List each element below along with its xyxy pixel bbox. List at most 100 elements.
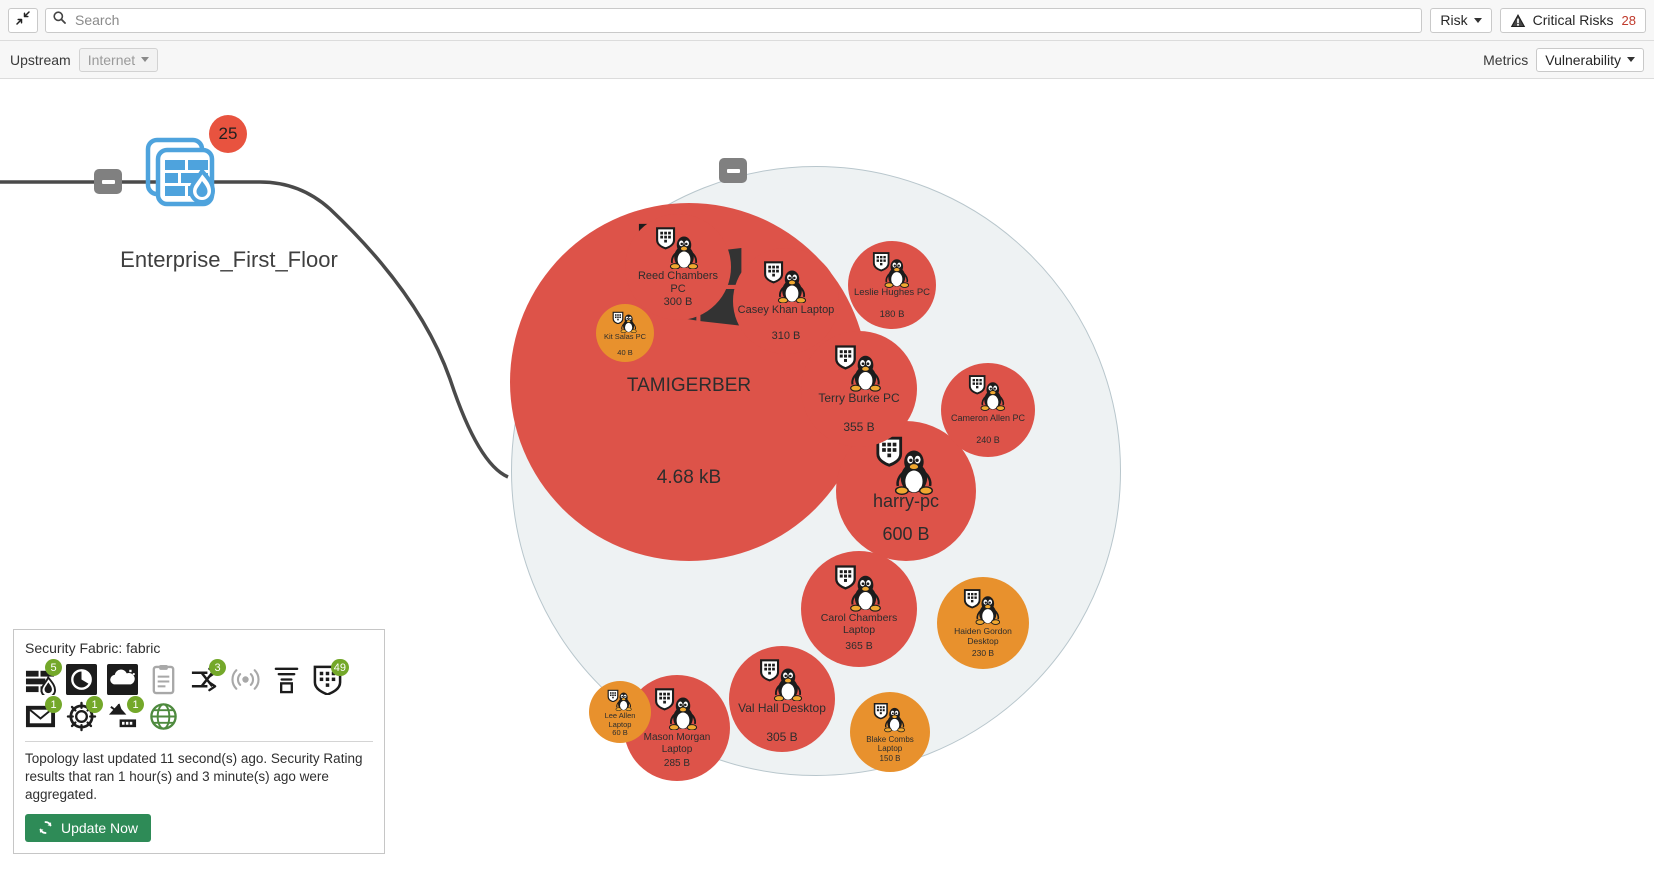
fabric-icon-badge: 1 — [127, 696, 144, 713]
bubble-node-label: TAMIGERBER — [626, 375, 752, 396]
bubble-node-label: Leslie Hughes PC — [853, 287, 931, 298]
critical-risks-button[interactable]: Critical Risks 28 — [1499, 7, 1646, 33]
upstream-label: Upstream — [10, 51, 71, 68]
forticlient-shield-icon — [655, 226, 676, 255]
search-box[interactable] — [45, 7, 1423, 33]
bubble-node-value: 180 B — [879, 309, 905, 320]
forticlient-shield-icon — [834, 344, 857, 375]
chevron-down-icon — [1627, 57, 1635, 62]
collapse-view-button[interactable] — [8, 7, 38, 33]
forticlient-shield-icon[interactable]: 49 — [312, 659, 349, 696]
bubble-node-label: Blake Combs Laptop — [866, 735, 914, 754]
refresh-icon — [38, 820, 53, 835]
device-node-enterprise-first-floor[interactable]: 25 Enterprise_First_Floor — [120, 115, 338, 272]
forticlient-shield-icon — [968, 374, 986, 400]
chevron-down-icon — [141, 57, 150, 62]
fortimail-icon[interactable]: 1 — [25, 696, 62, 732]
bubble-node-label: Carol Chambers Laptop — [820, 612, 898, 637]
bubble-node-value: 600 B — [882, 524, 930, 544]
security-fabric-panel: Security Fabric: fabric 5 3 49 1 1 1 Topolog… — [13, 629, 385, 854]
linux-tux-icon — [763, 260, 809, 308]
bubble-node-label: Cameron Allen PC — [950, 413, 1026, 423]
linux-tux-icon — [607, 689, 633, 716]
metrics-label: Metrics — [1483, 51, 1529, 68]
bubble-node-label: Mason Morgan Laptop — [643, 732, 711, 755]
fortiswitch-icon[interactable]: 3 — [189, 659, 226, 695]
forticlient-shield-icon — [872, 251, 890, 277]
bubble-node[interactable]: Kit Salas PC 40 B — [596, 304, 654, 362]
linux-tux-icon — [875, 435, 937, 500]
bubble-node-value: 300 B — [663, 296, 693, 308]
fabric-icon-badge: 1 — [45, 696, 62, 713]
forticache-icon[interactable]: 1 — [66, 696, 103, 732]
linux-tux-icon — [612, 311, 638, 338]
bubble-node-value: 355 B — [843, 420, 875, 434]
bubble-node-value: 40 B — [617, 348, 633, 357]
bubble-node-label: Casey Khan Laptop — [737, 304, 835, 316]
bubble-node-value: 4.68 kB — [656, 467, 722, 488]
search-input[interactable] — [73, 8, 1415, 32]
upstream-select[interactable]: Internet — [78, 47, 159, 72]
bubble-node[interactable]: Val Hall Desktop 305 B — [729, 646, 835, 752]
bubble-node[interactable]: Leslie Hughes PC 180 B — [848, 241, 936, 329]
fabric-icon-badge: 3 — [209, 659, 226, 676]
forticlient-shield-icon — [763, 260, 784, 289]
bubble-node-label: Val Hall Desktop — [738, 701, 826, 715]
fabric-icon-badge: 1 — [86, 696, 103, 713]
fabric-icon-badge: 49 — [330, 659, 349, 676]
update-now-button[interactable]: Update Now — [25, 813, 152, 842]
upstream-select-value: Internet — [87, 51, 136, 68]
forticlient-shield-icon — [654, 687, 675, 716]
topology-link — [0, 180, 509, 479]
security-fabric-title: Security Fabric: fabric — [25, 640, 161, 656]
fortisandbox-net-icon[interactable]: 1 — [107, 696, 144, 732]
bubble-node-value: 240 B — [976, 435, 1000, 445]
bubble-node-label: Kit Salas PC — [603, 332, 647, 341]
forticlient-shield-icon — [873, 702, 889, 725]
search-icon — [53, 11, 66, 29]
bubble-node-value: 150 B — [879, 754, 901, 763]
fabric-icon-row-1: 5 3 49 — [25, 659, 373, 698]
fortianalyzer-icon[interactable] — [66, 664, 97, 695]
bubble-node-label: Reed Chambers PC — [637, 270, 719, 295]
bubble-node-value: 305 B — [766, 730, 798, 744]
bubble-node-label: Haiden Gordon Desktop — [954, 626, 1012, 646]
filter-toolbar: Upstream Internet Metrics Vulnerability — [0, 41, 1654, 79]
linux-tux-icon — [872, 251, 912, 293]
linux-tux-icon — [834, 344, 884, 397]
linux-tux-icon — [873, 702, 907, 738]
metrics-select[interactable]: Vulnerability — [1536, 47, 1644, 72]
bubble-node-label: Lee Allen Laptop — [604, 711, 636, 729]
fortisandbox-icon[interactable] — [107, 664, 138, 695]
bubble-node-value: 365 B — [845, 640, 873, 652]
topology-status-text: Topology last updated 11 second(s) ago. … — [25, 751, 363, 803]
forticlient-shield-icon — [607, 689, 619, 707]
fortiap-wireless-icon[interactable] — [230, 664, 261, 695]
fortimanager-icon[interactable] — [148, 664, 179, 695]
bubble-node[interactable]: Carol Chambers Laptop 365 B — [801, 551, 917, 667]
bubble-node-value: 60 B — [612, 728, 628, 737]
critical-risks-label: Critical Risks — [1532, 12, 1614, 28]
forticlient-shield-icon — [875, 435, 904, 472]
fortiextender-icon[interactable] — [271, 664, 302, 695]
bubble-node-value: 285 B — [663, 758, 691, 769]
bubble-node[interactable]: Cameron Allen PC 240 B — [941, 363, 1035, 457]
device-node-label: Enterprise_First_Floor — [120, 247, 338, 272]
warning-triangle-icon — [1510, 13, 1533, 28]
collapse-device-button[interactable] — [94, 169, 122, 194]
topology-canvas[interactable]: 25 Enterprise_First_Floor TAMIGERBER 4.68… — [0, 79, 1654, 891]
fortiweb-globe-icon[interactable] — [148, 701, 179, 732]
linux-tux-icon — [834, 564, 884, 617]
fortigate-firewall-icon[interactable]: 5 — [25, 659, 62, 698]
linux-tux-icon — [968, 374, 1008, 416]
risk-dropdown[interactable]: Risk — [1430, 7, 1492, 33]
top-toolbar: Risk Critical Risks 28 — [0, 0, 1654, 41]
collapse-cluster-button[interactable] — [719, 158, 747, 183]
bubble-node-label: harry-pc — [872, 491, 939, 511]
